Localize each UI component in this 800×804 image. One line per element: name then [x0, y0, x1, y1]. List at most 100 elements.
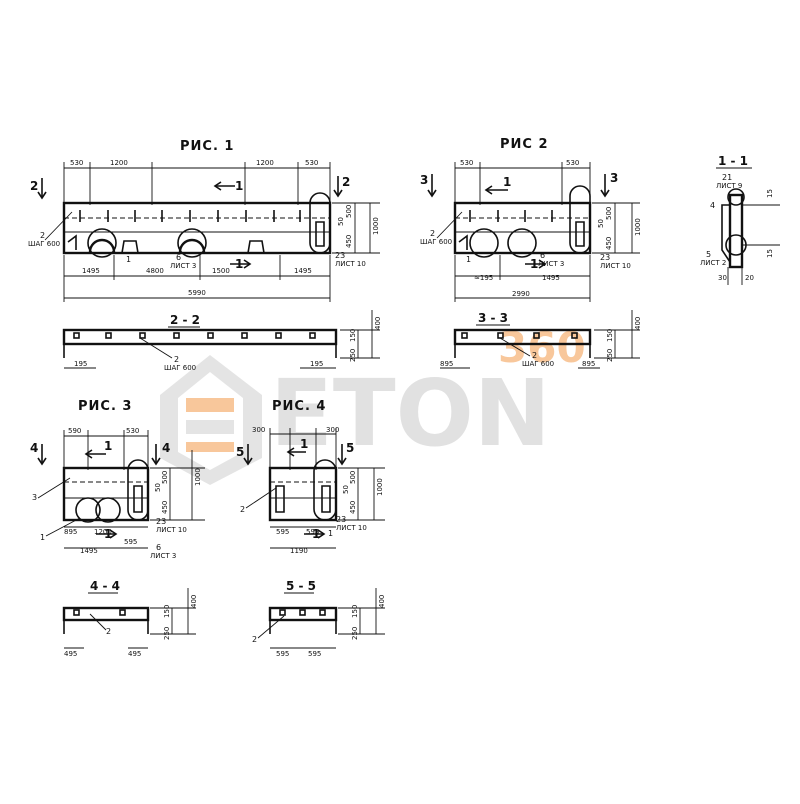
fig1-h-3: 50: [337, 217, 345, 226]
fig3-sheet10: ЛИСТ 10: [156, 526, 187, 534]
fig3-dim-bot-0: 895: [64, 528, 77, 536]
sec55-item2: 2: [252, 635, 257, 644]
fig3-item23: 23: [156, 517, 166, 526]
sec11-dim15b: 15: [766, 249, 774, 258]
fig4-dim-top-1: 300: [326, 426, 339, 434]
fig2-h-1: 450: [605, 237, 613, 250]
fig3-item1: 1: [40, 533, 45, 542]
fig2-sheet10: ЛИСТ 10: [600, 262, 631, 270]
sec55-h-0: 400: [378, 595, 386, 608]
sec11-dim20: 20: [745, 274, 754, 282]
fig1-mark-right: 2: [342, 175, 350, 189]
fig1-dim-bot-1: 4800: [146, 267, 164, 275]
sec22-step: ШАГ 600: [164, 364, 196, 372]
section-4-4: 4 - 4 150 250 400 2 495 495: [62, 579, 198, 658]
sec33-h-2: 250: [606, 349, 614, 362]
fig3-dim-bot-1: 1200: [94, 528, 112, 536]
fig2-dim-bot-0: ≈195: [474, 274, 493, 282]
sec22-h-2: 250: [349, 349, 357, 362]
fig4-item23: 23: [336, 515, 346, 524]
fig2-title: РИС 2: [500, 137, 549, 152]
watermark: ETON 360: [160, 323, 586, 485]
fig1-sheet3: ЛИСТ 3: [170, 262, 196, 270]
section-5-5: 5 - 5 150 250 400 2 595 595: [252, 579, 386, 658]
fig2-h-2: 1000: [634, 218, 642, 236]
fig4-item2: 2: [240, 505, 245, 514]
sec55-title: 5 - 5: [286, 579, 316, 593]
fig2-step: ШАГ 600: [420, 238, 452, 246]
sec33-step: ШАГ 600: [522, 360, 554, 368]
fig1-h-2: 1000: [372, 217, 380, 235]
sec33-slab: [453, 328, 592, 346]
fig1-dim-bot-2: 1500: [212, 267, 230, 275]
fig1-overall: 5990: [188, 289, 206, 297]
sec22-item2: 2: [174, 355, 179, 364]
fig3-h-1: 1000: [194, 468, 202, 486]
sec55-h-2: 250: [351, 627, 359, 640]
fig2-mark-top: 1: [503, 175, 511, 189]
fig3-sheet3: ЛИСТ 3: [150, 552, 176, 560]
sec11-item4: 4: [710, 201, 715, 210]
sec33-item2: 2: [532, 351, 537, 360]
sec11-item5: 5: [706, 250, 711, 259]
fig3-mark-right: 4: [162, 441, 170, 455]
fig1-mark-left: 2: [30, 179, 38, 193]
sec22-slab: [62, 328, 338, 346]
sec11-rib: [728, 193, 744, 269]
fig4-mark-left: 5: [236, 445, 244, 459]
fig2-mark-right: 3: [610, 171, 618, 185]
section-1-1: 1 - 1 21 ЛИСТ 9 4 5 ЛИСТ 2 30 20 15 15: [700, 154, 780, 285]
sec11-sheet9: ЛИСТ 9: [716, 182, 742, 190]
sec22-h-0: 400: [374, 317, 382, 330]
fig3-mark-top: 1: [104, 439, 112, 453]
fig3-h-3: 450: [161, 501, 169, 514]
fig2-sheet3: ЛИСТ 3: [538, 260, 564, 268]
sec33-h-0: 400: [634, 317, 642, 330]
fig2-callout-oval: [569, 185, 591, 254]
fig1-item23: 23: [335, 251, 345, 260]
sec11-sheet2: ЛИСТ 2: [700, 259, 726, 267]
section-2-2: 2 - 2 150 250 400 195 195 2 ШАГ 600: [62, 310, 382, 372]
sec11-item21: 21: [722, 173, 732, 182]
figure-4: РИС. 4 300 300 5 5 1 1 1000 500 450 50 2…: [236, 399, 385, 555]
fig3-title: РИС. 3: [78, 399, 132, 414]
fig4-overall: 1190: [290, 547, 308, 555]
figure-3: РИС. 3 590 530 4 4 1 1 500 1000 50 450 3…: [30, 399, 205, 560]
fig2-dim-top-1: 530: [566, 159, 579, 167]
sec22-dim-1: 195: [310, 360, 323, 368]
fig1-slab: [62, 201, 332, 255]
fig3-item6: 6: [156, 543, 161, 552]
fig3-overall: 1495: [80, 547, 98, 555]
fig2-dim-bot-1: 1495: [542, 274, 560, 282]
fig4-h-2: 450: [349, 501, 357, 514]
fig1-item2: 2: [40, 231, 45, 240]
sec55-slab: [268, 606, 338, 622]
fig1-step: ШАГ 600: [28, 240, 60, 248]
fig3-mark-left: 4: [30, 441, 38, 455]
section-3-3: 3 - 3 150 250 400 895 895 2 ШАГ 600: [440, 310, 642, 369]
fig1-dim-bot-3: 1495: [294, 267, 312, 275]
fig3-dim-top-1: 530: [126, 427, 139, 435]
fig1-h-0: 500: [345, 205, 353, 218]
fig1-dim-top-1: 1200: [110, 159, 128, 167]
fig4-item1: 1: [328, 529, 333, 538]
fig1-sheet10: ЛИСТ 10: [335, 260, 366, 268]
fig4-h-0: 1000: [376, 478, 384, 496]
figure-2: РИС 2 530 530 3 3 1 1 500 450 1000: [420, 137, 642, 302]
sec33-title: 3 - 3: [478, 311, 508, 325]
sec44-slab: [62, 606, 150, 622]
sec44-dim-1: 495: [128, 650, 141, 658]
sec44-h-1: 150: [163, 605, 171, 618]
sec22-h-1: 150: [349, 329, 357, 342]
fig1-title: РИС. 1: [180, 139, 234, 154]
fig3-h-0: 500: [161, 471, 169, 484]
fig4-title: РИС. 4: [272, 399, 326, 414]
fig3-item3: 3: [32, 493, 37, 502]
fig1-mark-top: 1: [235, 179, 243, 193]
fig1-callout-oval: [309, 192, 331, 254]
fig4-mark-top: 1: [300, 437, 308, 451]
fig4-mark-right: 5: [346, 441, 354, 455]
sec11-dim15a: 15: [766, 189, 774, 198]
sec55-h-1: 150: [351, 605, 359, 618]
